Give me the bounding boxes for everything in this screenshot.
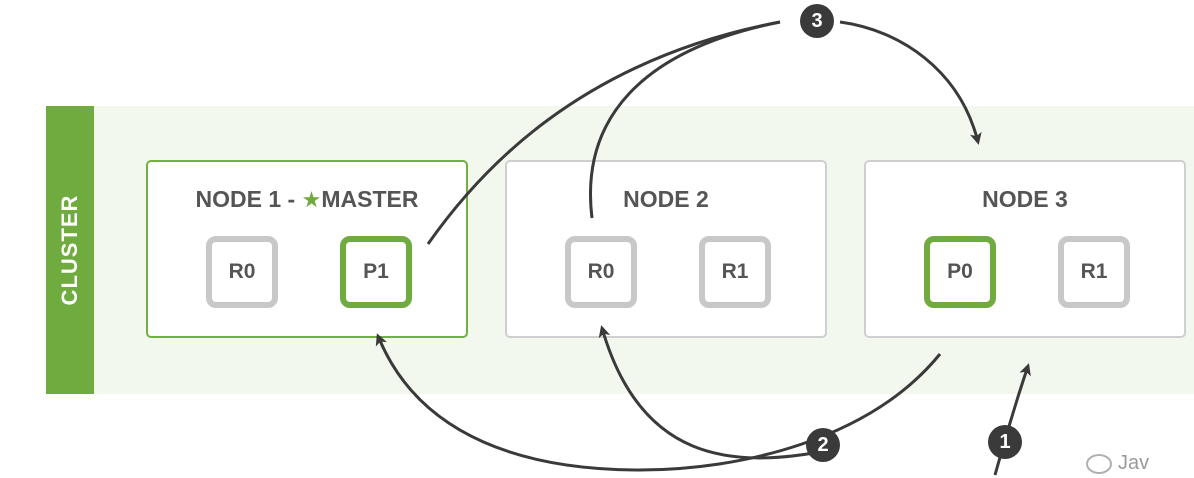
cluster-label: CLUSTER [57, 194, 82, 306]
step-1-badge: 1 [988, 425, 1022, 459]
node-2-title: NODE 2 [623, 186, 709, 212]
step-3-badge: 3 [800, 4, 834, 38]
node-1-box: NODE 1 - ★MASTER R0 P1 [146, 160, 468, 338]
master-label: MASTER [321, 186, 419, 212]
wechat-icon [1086, 453, 1112, 474]
node-2-shard-r0: R0 [565, 236, 637, 308]
node-3-box: NODE 3 P0 R1 [864, 160, 1186, 338]
watermark: Jav [1086, 452, 1149, 475]
node-1-shard-r0: R0 [206, 236, 278, 308]
node-2-box: NODE 2 R0 R1 [505, 160, 827, 338]
node-3-shard-p0: P0 [924, 236, 996, 308]
star-icon: ★ [301, 187, 322, 212]
node-3-title: NODE 3 [982, 186, 1068, 212]
cluster-tab [46, 106, 94, 394]
node-1-shard-p1: P1 [340, 236, 412, 308]
node-2-shard-r1: R1 [699, 236, 771, 308]
node-1-title-text: NODE 1 - [195, 186, 302, 212]
step-2-badge: 2 [806, 428, 840, 462]
node-3-shard-r1: R1 [1058, 236, 1130, 308]
node-1-title: NODE 1 - ★MASTER [148, 186, 466, 213]
watermark-text: Jav [1118, 452, 1150, 474]
